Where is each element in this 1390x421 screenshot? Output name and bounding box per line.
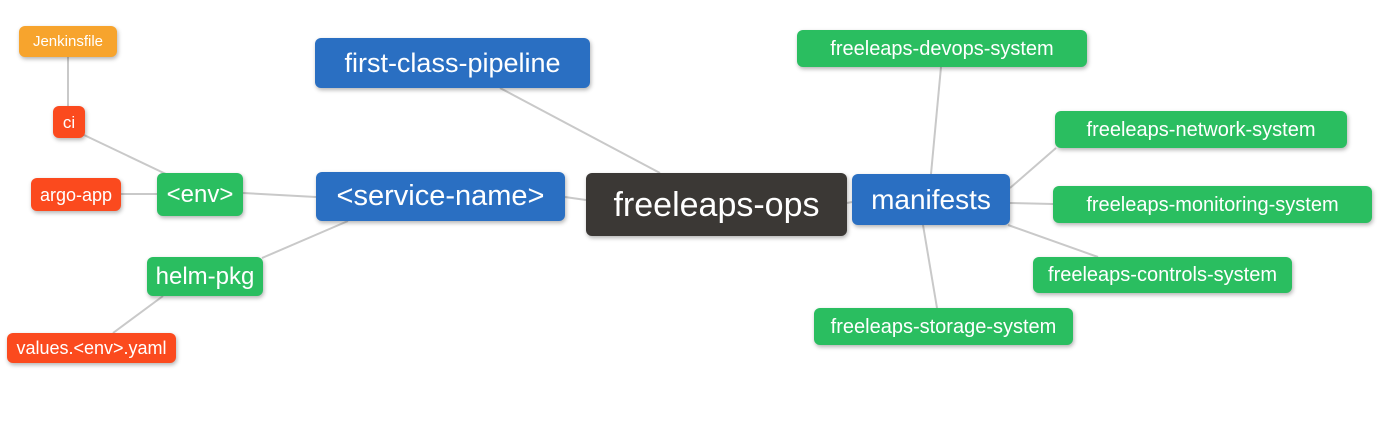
edge-helm-pkg-to-service-name [261,220,349,259]
node-freeleaps-controls-system[interactable]: freeleaps-controls-system [1033,257,1292,293]
edge-manifests-to-freeleaps-devops-system [930,66,942,175]
edge-ci-to-env [83,134,169,176]
edge-values-env-yaml-to-helm-pkg [112,295,164,334]
node-first-class-pipeline[interactable]: first-class-pipeline [315,38,590,88]
node-freeleaps-monitoring-system[interactable]: freeleaps-monitoring-system [1053,186,1372,223]
edge-env-to-service-name [242,192,317,198]
node-ci[interactable]: ci [53,106,85,138]
edge-freeleaps-ops-to-manifests [846,201,853,204]
edge-manifests-to-freeleaps-storage-system [922,224,938,309]
node-manifests[interactable]: manifests [852,174,1010,225]
edge-manifests-to-freeleaps-network-system [1009,147,1057,189]
edge-service-name-to-freeleaps-ops [564,196,587,201]
node-helm-pkg[interactable]: helm-pkg [147,257,263,296]
node-freeleaps-devops-system[interactable]: freeleaps-devops-system [797,30,1087,67]
node-freeleaps-ops[interactable]: freeleaps-ops [586,173,847,236]
node-service-name[interactable]: <service-name> [316,172,565,221]
node-env[interactable]: <env> [157,173,243,216]
node-freeleaps-network-system[interactable]: freeleaps-network-system [1055,111,1347,148]
edge-first-class-pipeline-to-freeleaps-ops [499,87,661,174]
node-argo-app[interactable]: argo-app [31,178,121,211]
edge-manifests-to-freeleaps-monitoring-system [1009,202,1054,205]
node-jenkinsfile[interactable]: Jenkinsfile [19,26,117,57]
node-values-env-yaml[interactable]: values.<env>.yaml [7,333,176,363]
edge-manifests-to-freeleaps-controls-system [1007,224,1099,258]
node-freeleaps-storage-system[interactable]: freeleaps-storage-system [814,308,1073,345]
